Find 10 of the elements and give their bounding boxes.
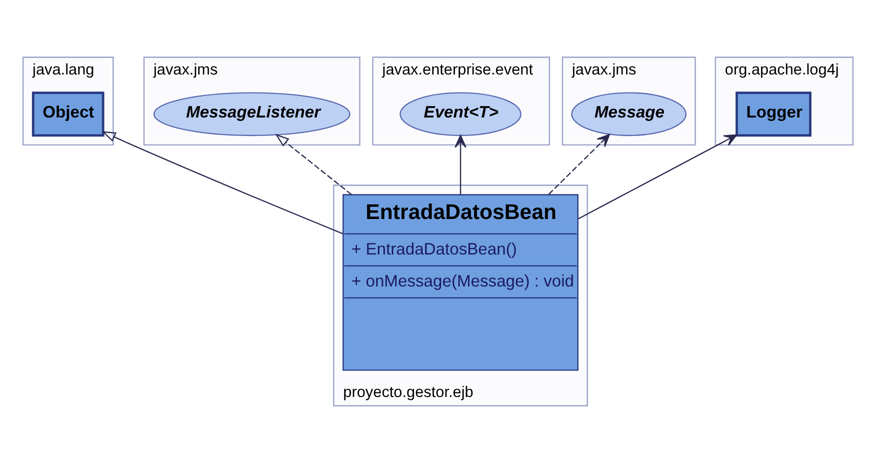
arrow (102, 131, 344, 234)
node-ellipse: MessageListener (153, 92, 350, 136)
node-ellipse: Event<T> (400, 92, 522, 136)
node-box: Logger (736, 92, 812, 137)
node-ellipse: Message (571, 92, 687, 136)
arrow (454, 134, 466, 194)
arrow (275, 134, 352, 196)
arrow (548, 134, 610, 195)
arrow (578, 134, 738, 220)
node-box: Object (32, 92, 104, 137)
